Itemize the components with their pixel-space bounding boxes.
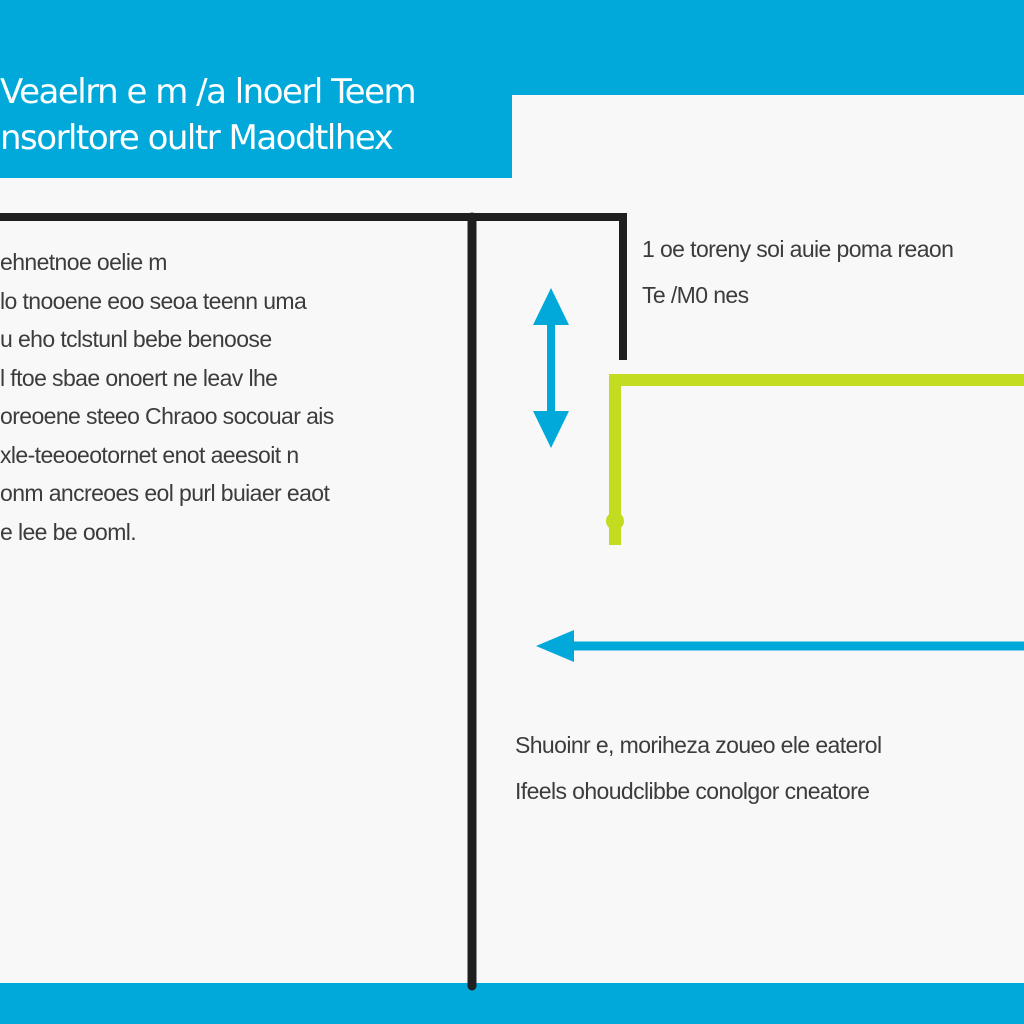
left-line: ehnetnoe oelie m [0,249,167,275]
green-connector-dot [606,512,624,530]
left-line: oreoene steeo Chraoo socouar ais [0,403,334,429]
title-line-2: nsorltore oultr Maodtlhex [0,118,394,158]
note-line: Te /M0 nes [642,282,749,308]
left-line: e lee be ooml. [0,518,137,545]
right-top-note: 1 oe toreny soi auie poma reaon Te /M0 n… [642,226,954,318]
top-banner [0,0,1024,95]
title-line-1: Veaelrn e m /a lnoerl Teem [0,72,417,112]
left-line: lo tnooene eoo seoa teenn uma [0,287,307,314]
dark-frame-line [0,213,627,360]
note-line: Ifeels ohoudclibbe conolgor cneatore [515,778,870,804]
right-bottom-note: Shuoinr e, moriheza zoueo ele eaterol If… [515,722,882,814]
title-banner: Veaelrn e m /a lnoerl Teem nsorltore oul… [0,75,512,178]
note-line: Shuoinr e, moriheza zoueo ele eaterol [515,732,882,758]
left-line: u eho tclstunl bebe benoose [0,326,272,352]
left-arrow-icon [536,630,1024,662]
double-headed-arrow-icon [533,288,569,448]
green-connector-line [609,374,1024,545]
left-line: xle-teeoeotornet enot aeesoit n [0,441,299,468]
left-line: onm ancreoes eol purl buiaer eaot [0,480,330,506]
left-description: ehnetnoe oelie m lo tnooene eoo seoa tee… [0,243,460,551]
bottom-banner [0,983,1024,1024]
note-line: 1 oe toreny soi auie poma reaon [642,236,954,262]
left-line: l ftoe sbae onoert ne leav lhe [0,364,278,391]
